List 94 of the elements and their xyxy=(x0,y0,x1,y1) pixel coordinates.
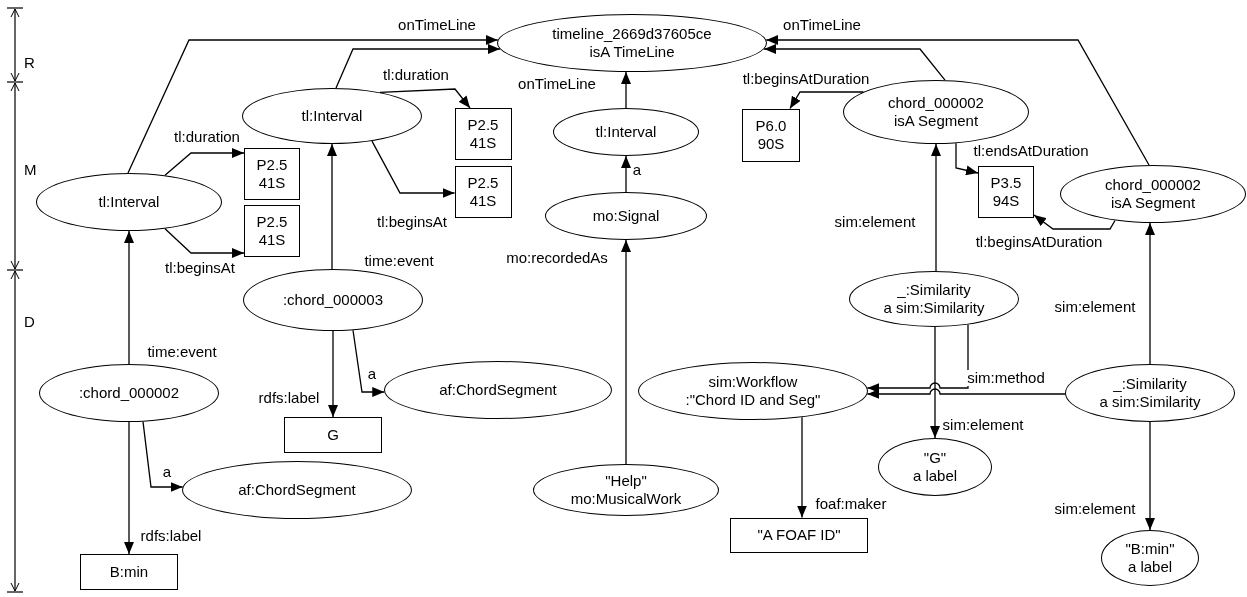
node-text: "A FOAF ID" xyxy=(757,526,841,544)
edge-label: tl:endsAtDuration xyxy=(972,143,1090,159)
edge-label: tl:beginsAt xyxy=(376,214,448,230)
arrow xyxy=(164,228,245,258)
node-text: sim:Workflow xyxy=(708,373,798,391)
node-text: a label xyxy=(1127,558,1173,576)
node-text: chord_000002 xyxy=(1105,176,1201,194)
node-text: isA Segment xyxy=(893,112,979,130)
node-text: "Help" xyxy=(605,472,647,490)
literal-box xyxy=(978,166,1034,218)
edge-label: tl:duration xyxy=(382,67,450,83)
edge-label: time:event xyxy=(363,253,435,269)
arrow xyxy=(930,326,940,439)
node-text: tl:Interval xyxy=(301,107,363,125)
arrow xyxy=(621,71,631,109)
arrow xyxy=(371,140,456,198)
arrow xyxy=(124,230,134,365)
node-text: G xyxy=(327,426,339,444)
arrow xyxy=(127,35,499,174)
arrow xyxy=(763,44,946,81)
arrow xyxy=(1033,214,1116,230)
edge-label: time:event xyxy=(146,344,218,360)
node-text: timeline_2669d37605ce xyxy=(552,25,712,43)
arrow xyxy=(335,44,501,89)
node-text: :chord_000003 xyxy=(282,291,384,309)
literal-box xyxy=(80,554,178,590)
arrow xyxy=(352,329,385,397)
literal-box xyxy=(244,148,300,200)
edge-label: onTimeLine xyxy=(397,17,477,33)
arrow xyxy=(164,148,245,176)
node-text: af:ChordSegment xyxy=(439,381,557,399)
arrow xyxy=(866,388,1066,399)
node-text: "G" xyxy=(923,449,947,467)
node-text: :chord_000002 xyxy=(78,384,180,402)
node-text: "B:min" xyxy=(1125,540,1175,558)
node-text: tl:Interval xyxy=(98,193,160,211)
node-text: af:ChordSegment xyxy=(238,481,356,499)
node-text: P2.5 41S xyxy=(466,174,500,210)
dimension-label: M xyxy=(24,162,37,178)
node-text: a sim:Similarity xyxy=(1099,393,1201,411)
node-text: tl:Interval xyxy=(595,123,657,141)
literal-box xyxy=(244,205,300,257)
arrow xyxy=(1145,421,1155,531)
arrow xyxy=(328,330,338,418)
dimension-label: R xyxy=(24,55,35,71)
dimension-label: D xyxy=(24,314,35,330)
edge-label: sim:element xyxy=(1053,501,1137,517)
edge-label: mo:recordedAs xyxy=(505,250,609,266)
literal-box xyxy=(454,108,512,160)
edge-label: onTimeLine xyxy=(517,76,597,92)
arrow xyxy=(797,416,807,519)
edge-label: tl:beginsAtDuration xyxy=(974,234,1104,250)
edge-label: rdfs:label xyxy=(139,528,203,544)
node-text: P2.5 41S xyxy=(255,156,289,192)
edge-label: foaf:maker xyxy=(814,496,888,512)
node-text: isA TimeLine xyxy=(589,43,675,61)
node-text: :"Chord ID and Seg" xyxy=(685,391,821,409)
literal-box xyxy=(730,517,868,553)
literal-box xyxy=(742,108,800,162)
edge-label: onTimeLine xyxy=(782,17,862,33)
edge-label: sim:element xyxy=(833,214,917,230)
arrow xyxy=(327,143,337,270)
arrow xyxy=(931,143,941,272)
arrow xyxy=(621,155,631,193)
node-text: a sim:Similarity xyxy=(883,299,985,317)
literal-box xyxy=(454,166,512,218)
node-text: P2.5 41S xyxy=(255,213,289,249)
literal-box xyxy=(284,417,382,453)
node-text: B:min xyxy=(109,563,149,581)
arrow xyxy=(1145,222,1155,365)
node-text: _:Similarity xyxy=(897,281,971,299)
arrow xyxy=(621,239,631,465)
edge-label: sim:element xyxy=(941,417,1025,433)
edge-label: tl:duration xyxy=(173,129,241,145)
arrow xyxy=(765,35,1150,166)
edge-label: tl:beginsAtDuration xyxy=(741,71,871,87)
arrow xyxy=(955,142,979,176)
arrow xyxy=(124,421,134,555)
arrow xyxy=(789,91,865,110)
edge-label: tl:beginsAt xyxy=(164,260,236,276)
node-text: isA Segment xyxy=(1110,194,1196,212)
node-text: _:Similarity xyxy=(1113,375,1187,393)
node-text: mo:Signal xyxy=(592,207,660,225)
edge-label: rdfs:label xyxy=(257,390,321,406)
arrow xyxy=(142,421,184,492)
node-text: P2.5 41S xyxy=(466,116,500,152)
node-text: P6.0 90S xyxy=(754,117,788,153)
node-text: mo:MusicalWork xyxy=(570,490,682,508)
edge-label: sim:method xyxy=(966,370,1046,386)
arrow xyxy=(866,324,969,393)
node-text: P3.5 94S xyxy=(989,174,1023,210)
node-text: a label xyxy=(912,467,958,485)
edge-label: sim:element xyxy=(1053,299,1137,315)
node-text: chord_000002 xyxy=(888,94,984,112)
